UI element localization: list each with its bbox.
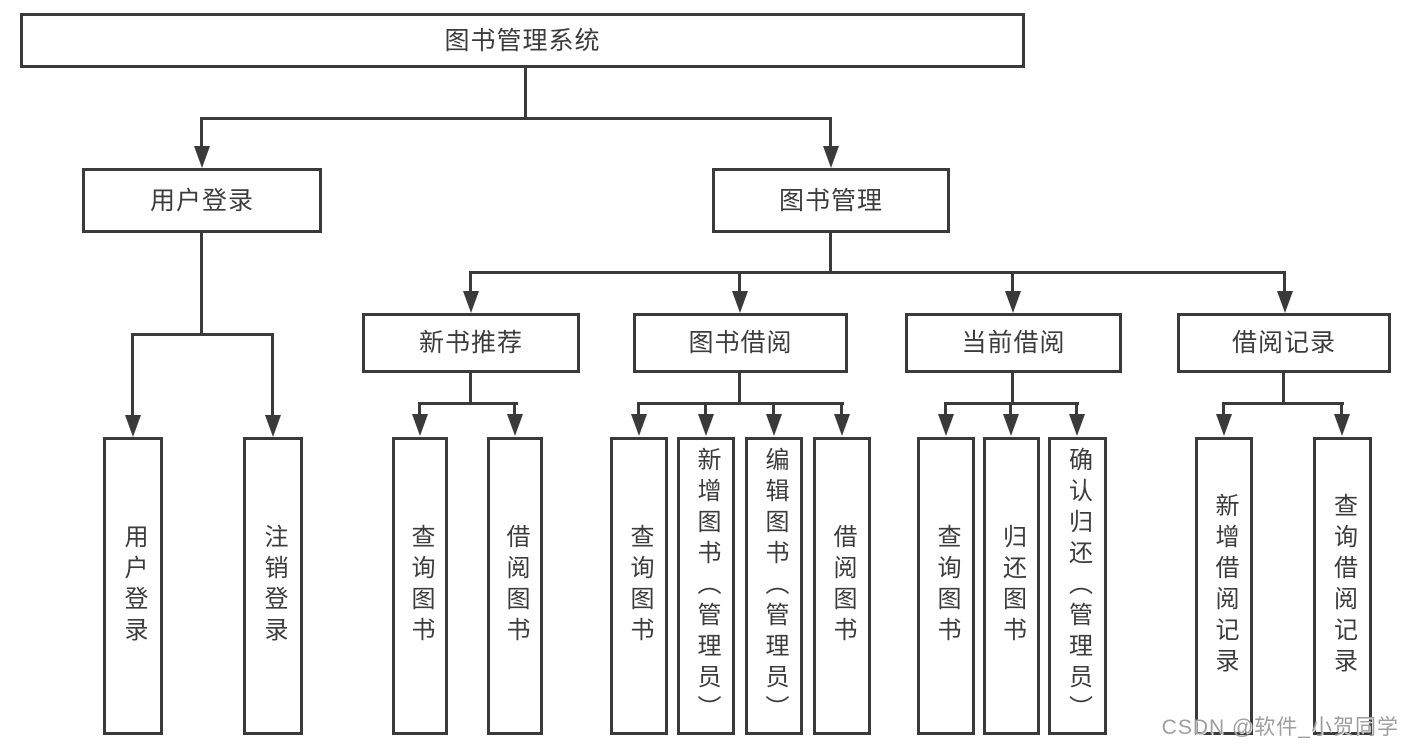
leaf-borrow-books: 借阅图书	[813, 437, 871, 735]
leaf-logout-label: 注销登录	[260, 524, 287, 648]
arrow-down	[1334, 414, 1350, 436]
arrow-down	[834, 414, 850, 436]
leaf-query-books-current: 查询图书	[917, 437, 975, 735]
arrow-down	[265, 415, 281, 437]
node-root-label: 图书管理系统	[444, 26, 601, 55]
leaf-return-book: 归还图书	[983, 437, 1040, 735]
connector-hline	[131, 333, 274, 336]
arrow-down	[938, 414, 954, 436]
connector-vline	[1011, 371, 1014, 405]
connector-hline	[1222, 402, 1344, 405]
node-user-login-label: 用户登录	[149, 186, 254, 215]
leaf-query-borrow-record: 查询借阅记录	[1313, 437, 1372, 735]
connector-vline	[944, 402, 947, 416]
node-book-management-label: 图书管理	[778, 186, 883, 215]
connector-vline	[829, 231, 832, 274]
watermark: CSDN @软件_小贺同学	[1161, 716, 1399, 739]
arrow-down	[732, 291, 748, 313]
leaf-borrow-books-recommend-label: 借阅图书	[502, 524, 529, 648]
connector-vline	[1222, 402, 1225, 416]
leaf-query-borrow-record-label: 查询借阅记录	[1329, 493, 1357, 679]
connector-vline	[704, 402, 707, 416]
node-new-book-recommend: 新书推荐	[362, 313, 580, 373]
leaf-query-books-recommend-label: 查询图书	[407, 524, 434, 648]
leaf-add-borrow-record: 新增借阅记录	[1195, 437, 1253, 735]
connector-vline	[1009, 402, 1012, 416]
arrow-down	[1003, 414, 1019, 436]
connector-vline	[1340, 402, 1343, 416]
connector-vline	[131, 333, 134, 417]
arrow-down	[1005, 291, 1021, 313]
connector-vline	[772, 402, 775, 416]
connector-vline	[524, 66, 527, 118]
connector-vline	[1282, 371, 1285, 405]
node-new-book-recommend-label: 新书推荐	[418, 329, 523, 357]
connector-vline	[1011, 271, 1014, 293]
node-current-borrow: 当前借阅	[905, 313, 1122, 373]
arrow-down	[698, 414, 714, 436]
connector-vline	[200, 231, 203, 335]
connector-hline	[469, 271, 1286, 274]
arrow-down	[766, 414, 782, 436]
leaf-confirm-return-admin: 确认归还（管理员）	[1048, 437, 1107, 735]
connector-hline	[637, 402, 844, 405]
arrow-down	[1277, 291, 1293, 313]
connector-vline	[513, 402, 516, 416]
connector-hline	[418, 402, 518, 405]
arrow-down	[1216, 414, 1232, 436]
leaf-query-books-borrow-label: 查询图书	[626, 524, 653, 648]
connector-vline	[738, 371, 741, 405]
arrow-down	[463, 291, 479, 313]
connector-vline	[1283, 271, 1286, 293]
connector-vline	[829, 117, 832, 148]
leaf-user-login-label: 用户登录	[120, 524, 147, 648]
leaf-logout: 注销登录	[243, 437, 303, 735]
connector-vline	[469, 271, 472, 293]
leaf-edit-book-admin-label: 编辑图书（管理员）	[761, 446, 788, 726]
node-book-borrow-label: 图书借阅	[688, 329, 793, 357]
leaf-query-books-borrow: 查询图书	[610, 437, 668, 735]
connector-vline	[840, 402, 843, 416]
leaf-confirm-return-admin-label: 确认归还（管理员）	[1064, 446, 1092, 726]
leaf-borrow-books-label: 借阅图书	[829, 524, 856, 648]
leaf-borrow-books-recommend: 借阅图书	[487, 437, 543, 735]
leaf-add-book-admin-label: 新增图书（管理员）	[693, 446, 720, 726]
leaf-add-book-admin: 新增图书（管理员）	[677, 437, 735, 735]
connector-vline	[418, 402, 421, 416]
leaf-query-books-recommend: 查询图书	[392, 437, 448, 735]
leaf-return-book-label: 归还图书	[998, 524, 1026, 648]
arrow-down	[125, 415, 141, 437]
node-borrow-records-label: 借阅记录	[1231, 329, 1336, 357]
node-borrow-records: 借阅记录	[1177, 313, 1391, 373]
arrow-down	[194, 146, 210, 168]
node-book-management: 图书管理	[712, 168, 950, 233]
node-book-borrow: 图书借阅	[633, 313, 848, 373]
node-root: 图书管理系统	[20, 13, 1025, 68]
connector-vline	[637, 402, 640, 416]
leaf-user-login: 用户登录	[103, 437, 163, 735]
connector-vline	[200, 117, 203, 148]
arrow-down	[631, 414, 647, 436]
arrow-down	[823, 146, 839, 168]
connector-vline	[738, 271, 741, 293]
leaf-query-books-current-label: 查询图书	[933, 524, 960, 648]
node-user-login: 用户登录	[82, 168, 322, 233]
connector-vline	[271, 333, 274, 417]
leaf-edit-book-admin: 编辑图书（管理员）	[745, 437, 803, 735]
connector-hline	[200, 117, 832, 120]
connector-vline	[469, 371, 472, 405]
arrow-down	[412, 414, 428, 436]
connector-vline	[1075, 402, 1078, 416]
leaf-add-borrow-record-label: 新增借阅记录	[1211, 493, 1238, 679]
arrow-down	[1069, 414, 1085, 436]
arrow-down	[507, 414, 523, 436]
node-current-borrow-label: 当前借阅	[961, 329, 1066, 357]
